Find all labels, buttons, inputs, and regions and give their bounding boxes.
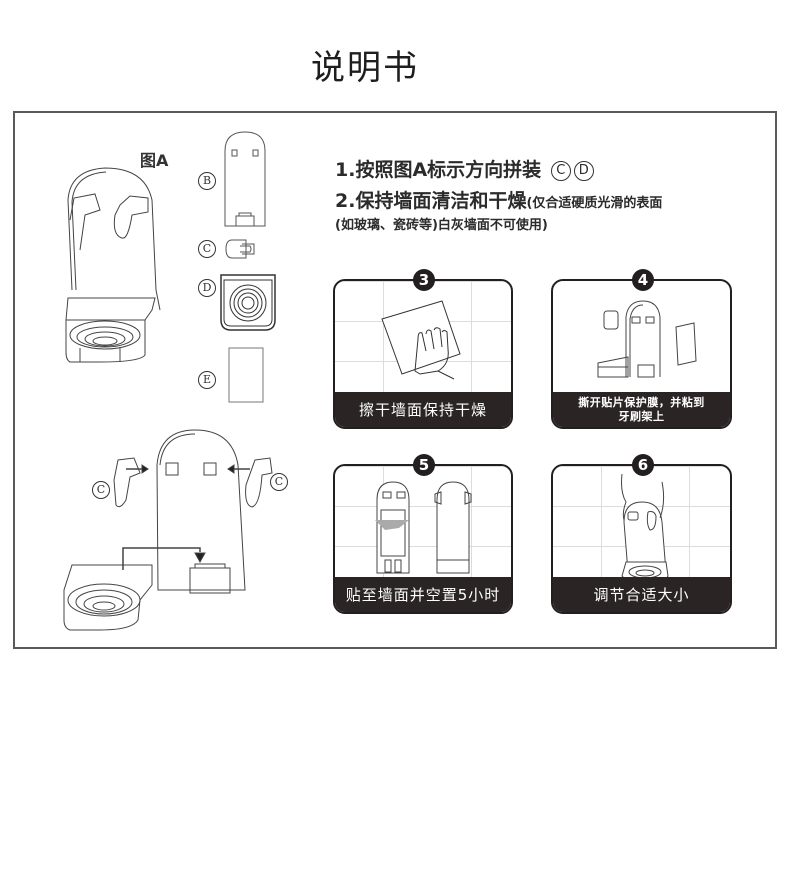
part-e-label: E xyxy=(198,371,216,389)
instruction-step-2-note: (仅合适硬质光滑的表面 xyxy=(526,196,663,211)
step-4-label: 撕开贴片保护膜，并粘到 牙刷架上 xyxy=(553,392,730,427)
part-c-label: C xyxy=(198,240,216,258)
step-4-card: 撕开贴片保护膜，并粘到 牙刷架上 xyxy=(551,279,732,429)
step-3-label: 擦干墙面保持干燥 xyxy=(335,392,511,427)
assembly-left-clip-label: C xyxy=(92,481,110,499)
step-6-label: 调节合适大小 xyxy=(553,577,730,612)
adjust-size-icon xyxy=(618,472,678,584)
instruction-step-2: 2.保持墙面清洁和干燥(仅合适硬质光滑的表面 xyxy=(335,186,662,213)
page-title: 说明书 xyxy=(311,48,419,88)
part-b-back-plate-icon xyxy=(224,131,266,227)
part-d-badge: D xyxy=(573,161,594,181)
step-4-number-badge: 4 xyxy=(632,269,654,291)
step-6-card: 调节合适大小 xyxy=(551,464,732,614)
part-c-clip-icon xyxy=(226,238,256,260)
figure-a-label: 图A xyxy=(140,151,169,170)
exploded-assembly-illustration xyxy=(60,425,300,640)
step-5-card: 贴至墙面并空置5小时 xyxy=(333,464,513,614)
step-5-number-badge: 5 xyxy=(413,454,435,476)
instruction-step-2-text: 2.保持墙面清洁和干燥 xyxy=(335,190,527,212)
assembly-right-clip-label: C xyxy=(270,473,288,491)
part-b-label: B xyxy=(198,172,216,190)
part-d-tray-icon xyxy=(220,274,276,332)
step-6-number-badge: 6 xyxy=(632,454,654,476)
instruction-step-2-note-continued: (如玻璃、瓷砖等)白灰墙面不可使用) xyxy=(335,218,548,233)
step-3-number-badge: 3 xyxy=(413,269,435,291)
mount-to-wall-icon xyxy=(375,480,485,575)
peel-adhesive-holder-icon xyxy=(598,299,698,379)
part-d-label: D xyxy=(198,279,216,297)
step-4-label-line-1: 撕开贴片保护膜，并粘到 xyxy=(578,395,705,409)
instruction-step-1-text: 1.按照图A标示方向拼装 xyxy=(335,159,542,181)
step-4-label-line-2: 牙刷架上 xyxy=(618,409,665,423)
hand-wiping-cloth-icon xyxy=(380,299,470,379)
part-e-adhesive-pad-icon xyxy=(228,347,264,403)
part-c-badge: C xyxy=(550,161,571,181)
step-3-card: 擦干墙面保持干燥 xyxy=(333,279,513,429)
assembled-holder-illustration xyxy=(60,160,170,370)
step-5-label: 贴至墙面并空置5小时 xyxy=(335,577,511,612)
